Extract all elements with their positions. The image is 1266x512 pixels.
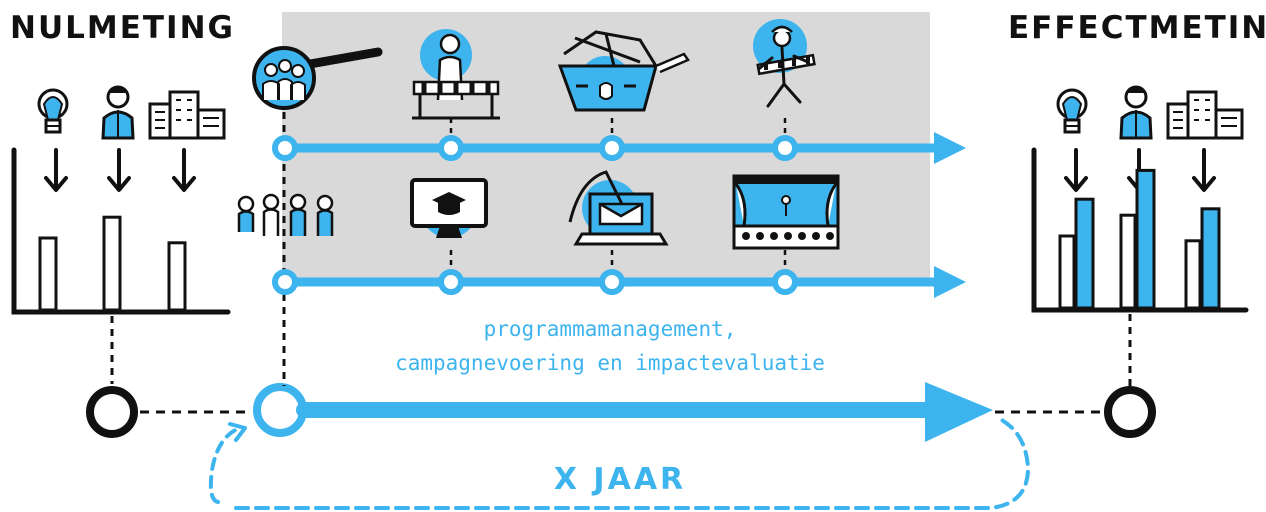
baseline-heading: NULMETING <box>10 10 235 46</box>
effect-bar-after <box>1074 197 1095 310</box>
track-top-arrowhead <box>934 132 966 164</box>
track-bottom-nodes <box>272 269 798 295</box>
baseline-bar <box>167 241 187 312</box>
effect-person-icon <box>1119 85 1153 140</box>
effect-chart-axis <box>1031 147 1249 313</box>
toolbox-icon <box>557 30 690 112</box>
baseline-node <box>86 386 138 438</box>
duration-loop-left <box>208 426 242 504</box>
baseline-bars <box>38 215 187 312</box>
baseline-lightbulb-icon <box>37 88 69 134</box>
monitor-graduation-icon <box>410 178 488 238</box>
baseline-bar <box>102 215 122 312</box>
person-lifting-barrier-icon <box>753 19 816 108</box>
magnifier-group-icon <box>252 46 383 110</box>
duration-arrowhead-icon <box>228 422 247 442</box>
caption-line-2: campagnevoering en impactevaluatie <box>395 351 825 375</box>
baseline-bar <box>38 236 58 312</box>
arrow-down-icon <box>1064 148 1088 192</box>
effect-bar-before <box>1058 234 1076 310</box>
baseline-chart-axis <box>11 147 231 315</box>
theatre-stage-icon <box>732 174 840 250</box>
duration-label: X JAAR <box>553 462 687 497</box>
main-timeline-arrowhead <box>925 382 993 442</box>
effect-node <box>1104 386 1156 438</box>
person-at-barrier-icon <box>412 29 500 120</box>
group-of-people-icon <box>237 193 334 236</box>
caption-line-1: programmamanagement, <box>483 317 737 341</box>
arrow-down-icon <box>172 148 196 192</box>
baseline-person-icon <box>101 85 135 140</box>
baseline-building-icon <box>148 90 226 140</box>
track-bottom-arrowhead <box>934 266 966 298</box>
track-top-stems <box>449 118 787 136</box>
effect-bar-after <box>1135 168 1156 310</box>
effect-bar-before <box>1184 239 1202 310</box>
effect-bar-before <box>1119 213 1137 310</box>
effect-lightbulb-icon <box>1056 88 1088 134</box>
effect-bars <box>1058 168 1221 310</box>
arrow-down-icon <box>107 148 131 192</box>
effect-building-icon <box>1166 90 1244 140</box>
track-bottom-stems <box>449 250 787 270</box>
effect-heading: EFFECTMETING <box>1008 10 1266 46</box>
laptop-phishing-icon <box>568 170 669 246</box>
track-top-nodes <box>272 135 798 161</box>
effect-bar-after <box>1200 207 1221 310</box>
arrow-down-icon <box>1192 148 1216 192</box>
arrow-down-icon <box>44 148 68 192</box>
duration-loop <box>234 416 1031 510</box>
